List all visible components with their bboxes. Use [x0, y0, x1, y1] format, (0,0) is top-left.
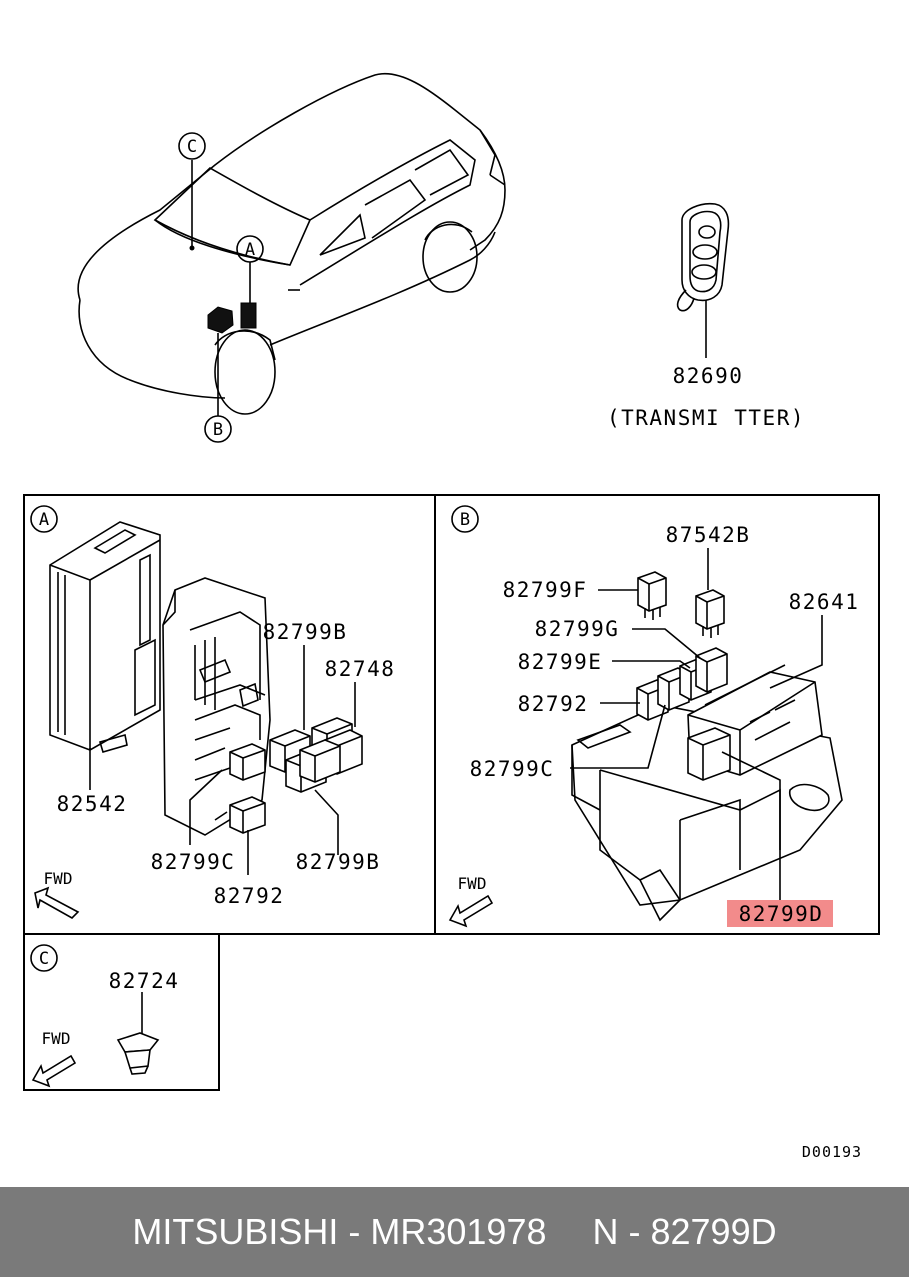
part-label-82748: 82748 — [325, 657, 396, 681]
part-label-82542: 82542 — [57, 792, 128, 816]
relay-block-b — [571, 647, 843, 922]
part-label-87542b: 87542B — [666, 523, 751, 547]
transmitter-illustration — [676, 202, 730, 358]
svg-text:FWD: FWD — [458, 874, 487, 893]
part-label-82799b-top: 82799B — [263, 620, 348, 644]
callout-a: A — [236, 235, 264, 263]
fwd-arrow-c: FWD — [31, 1029, 77, 1088]
panel-c-frame — [23, 933, 220, 1091]
footer-ref: N - 82799D — [592, 1211, 777, 1252]
part-label-82792-b: 82792 — [518, 692, 589, 716]
svg-text:A: A — [245, 240, 255, 260]
part-label-82799f: 82799F — [503, 578, 588, 602]
footer-bar: MITSUBISHI - MR301978 N - 82799D — [0, 1187, 909, 1277]
panel-b-letter: B — [451, 505, 479, 533]
part-label-82792-a: 82792 — [214, 884, 285, 908]
relay-82799f-illustration — [637, 571, 667, 620]
highlight-box-82799d — [727, 900, 833, 927]
transmitter-caption: (TRANSMI TTER) — [607, 406, 805, 430]
relay-block-a — [162, 577, 271, 836]
svg-text:C: C — [39, 949, 49, 969]
part-label-82799b-bottom: 82799B — [296, 850, 381, 874]
part-label-82690: 82690 — [673, 364, 744, 388]
diagram-code: D00193 — [802, 1143, 862, 1161]
footer-brand-part: MITSUBISHI - MR301978 — [132, 1211, 547, 1252]
part-label-82641: 82641 — [789, 590, 860, 614]
svg-text:A: A — [39, 510, 49, 530]
callout-b: B — [204, 415, 232, 443]
part-label-82724: 82724 — [109, 969, 180, 993]
vehicle-illustration — [77, 72, 506, 416]
svg-text:C: C — [187, 137, 197, 157]
relay-87542b-illustration — [695, 589, 725, 638]
relay-cluster-a — [269, 717, 363, 793]
part-label-82799e: 82799E — [518, 650, 603, 674]
part-label-82799c-a: 82799C — [151, 850, 236, 874]
part-label-82799g: 82799G — [535, 617, 620, 641]
panel-c-letter: C — [30, 944, 58, 972]
part-label-82799d: 82799D — [739, 902, 824, 926]
ecu-module-82542 — [49, 521, 161, 790]
svg-text:FWD: FWD — [44, 869, 73, 888]
svg-text:FWD: FWD — [42, 1029, 71, 1048]
fwd-arrow-a: FWD — [34, 869, 80, 919]
parts-diagram: C A B 82690 (TRANSMI TTER) A — [23, 72, 880, 1161]
panel-a-letter: A — [30, 505, 58, 533]
svg-text:B: B — [460, 510, 470, 530]
fwd-arrow-b: FWD — [448, 874, 494, 928]
sensor-82724-illustration — [116, 992, 160, 1075]
svg-text:B: B — [213, 420, 223, 440]
callout-c: C — [178, 132, 206, 160]
part-label-82799c-b: 82799C — [470, 757, 555, 781]
panel-b-frame — [434, 494, 880, 935]
